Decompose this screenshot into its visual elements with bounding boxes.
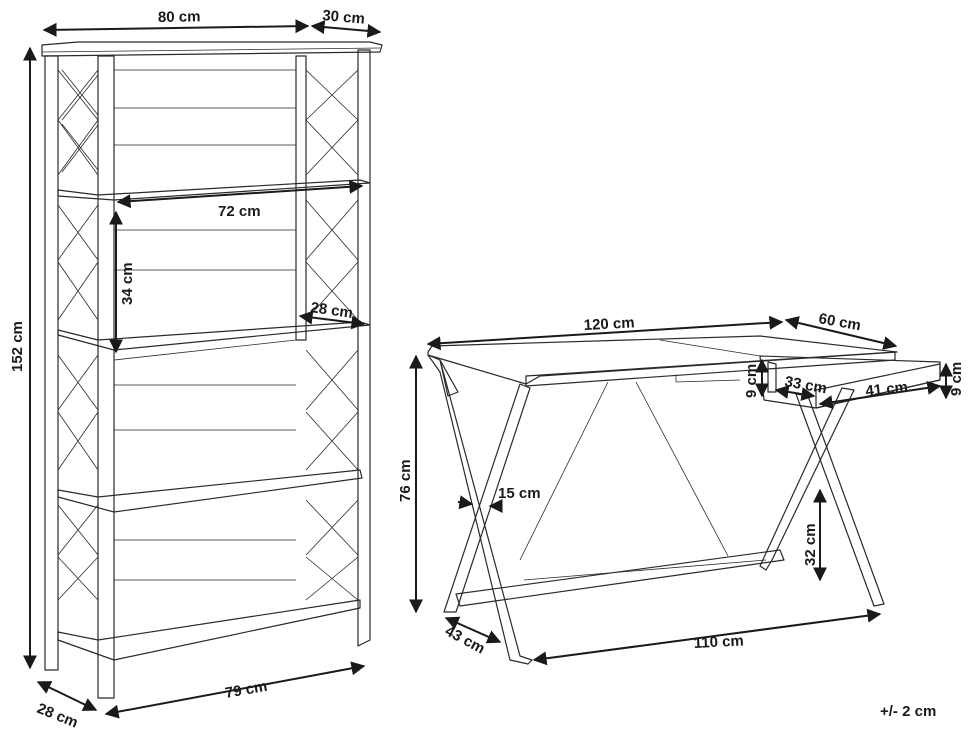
label-desk-height: 76 cm — [397, 459, 414, 502]
label-desk-drawer-height-left: 9 cm — [743, 364, 760, 398]
label-bookshelf-base-width: 79 cm — [224, 678, 269, 702]
label-desk-clearance: 32 cm — [802, 523, 819, 566]
label-bookshelf-base-depth: 28 cm — [35, 700, 81, 732]
label-desk-base-depth: 43 cm — [442, 623, 488, 658]
label-desk-top-width: 120 cm — [583, 314, 635, 334]
label-bookshelf-shelf-height: 34 cm — [119, 262, 136, 305]
label-desk-drawer-width: 41 cm — [865, 379, 909, 400]
label-desk-leg-width: 15 cm — [498, 485, 541, 502]
label-bookshelf-depth-top: 30 cm — [322, 7, 366, 28]
label-desk-drawer-height-right: 9 cm — [948, 362, 965, 396]
label-bookshelf-shelf-depth: 28 cm — [309, 299, 353, 322]
desk-dimension-lines — [409, 315, 953, 666]
tolerance-note: +/- 2 cm — [880, 703, 936, 720]
label-bookshelf-height: 152 cm — [9, 321, 26, 372]
bookshelf-drawing — [41, 41, 383, 699]
label-desk-base-width: 110 cm — [693, 632, 744, 652]
label-bookshelf-width-top: 80 cm — [158, 8, 201, 26]
label-desk-drawer-depth: 33 cm — [783, 373, 828, 397]
label-bookshelf-inner-width: 72 cm — [218, 203, 261, 220]
label-desk-top-depth: 60 cm — [817, 310, 862, 334]
bookshelf-dimension-lines — [23, 19, 382, 719]
